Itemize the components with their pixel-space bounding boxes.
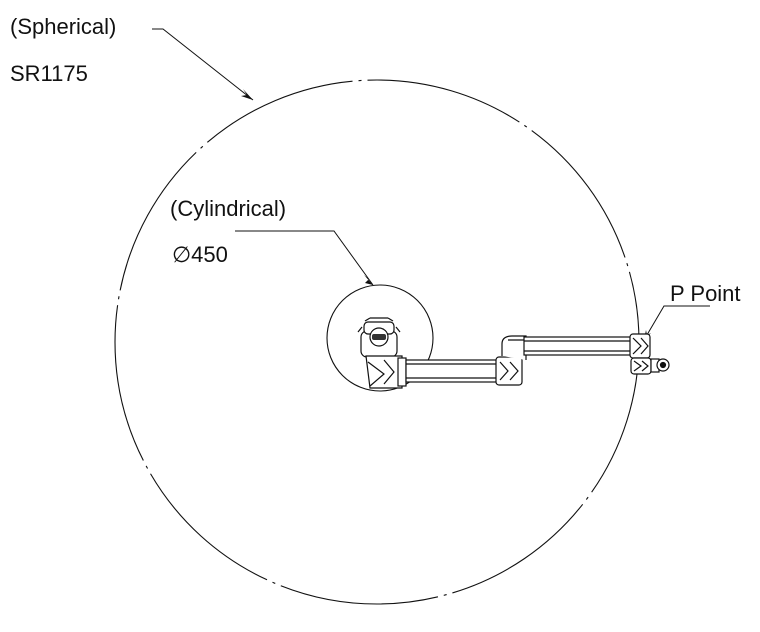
spherical-leader bbox=[152, 28, 254, 101]
spherical-dimension: SR1175 bbox=[10, 61, 88, 86]
upper-arm-link bbox=[405, 359, 499, 383]
p-point-leader bbox=[643, 305, 710, 341]
elbow-joint bbox=[495, 335, 527, 386]
tool-flange bbox=[656, 358, 670, 372]
shoulder-body bbox=[365, 355, 407, 389]
p-point-label: P Point bbox=[670, 281, 741, 306]
forearm-link bbox=[523, 336, 633, 356]
wrist-joints bbox=[629, 333, 660, 375]
spherical-label: (Spherical) bbox=[10, 14, 117, 39]
base-joint bbox=[357, 317, 401, 358]
cylindrical-leader bbox=[235, 230, 374, 286]
cylindrical-limit-circle bbox=[326, 284, 434, 392]
robot-arm bbox=[357, 317, 670, 389]
cylindrical-dimension: ∅450 bbox=[172, 242, 228, 267]
cylindrical-label: (Cylindrical) bbox=[170, 196, 287, 221]
